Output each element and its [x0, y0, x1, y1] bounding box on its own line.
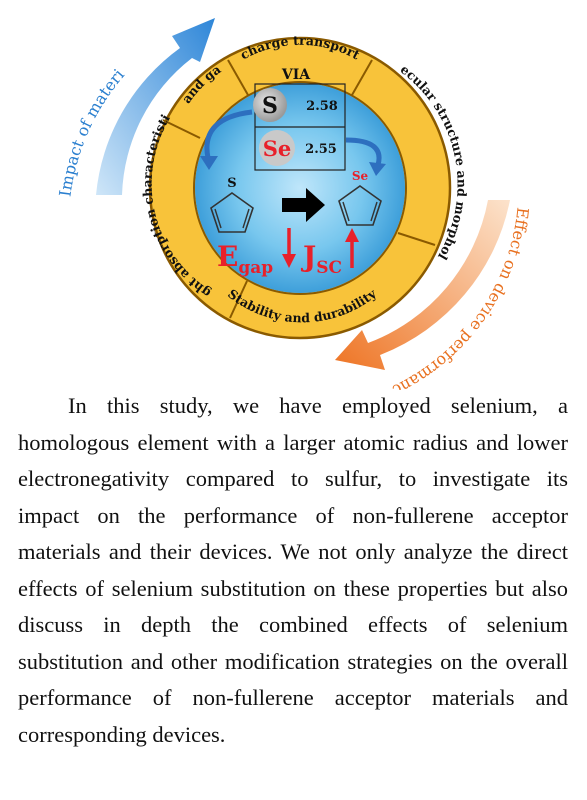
sulfur-cell: S 2.58 — [253, 88, 338, 122]
group-label: VIA — [281, 67, 311, 83]
device-performance-arrow — [335, 200, 510, 370]
e-gap-label: Egap — [217, 240, 273, 278]
impact-arrow — [96, 18, 215, 195]
j-sc-up-arrow — [345, 228, 359, 268]
selenium-substitution-diagram: Impact of materials Effect on device per… — [0, 0, 532, 390]
thiophene-ring: S — [210, 176, 254, 233]
selenium-electronegativity: 2.55 — [305, 142, 337, 157]
sulfur-symbol: S — [262, 93, 278, 119]
selenium-curved-arrow — [345, 137, 386, 176]
sulfur-electronegativity: 2.58 — [306, 99, 338, 114]
j-sc-label: JSC — [300, 240, 342, 278]
substitution-arrow — [282, 188, 325, 222]
selenium-symbol: Se — [263, 136, 292, 161]
selenophene-selenium-label: Se — [352, 169, 369, 183]
selenium-cell: Se 2.55 — [259, 130, 337, 166]
selenophene-ring: Se — [338, 169, 382, 226]
e-gap-down-arrow — [282, 228, 296, 268]
thiophene-sulfur-label: S — [227, 176, 236, 191]
abstract-paragraph: In this study, we have employed selenium… — [18, 393, 568, 747]
sulfur-curved-arrow — [200, 109, 253, 170]
element-table — [254, 83, 346, 171]
